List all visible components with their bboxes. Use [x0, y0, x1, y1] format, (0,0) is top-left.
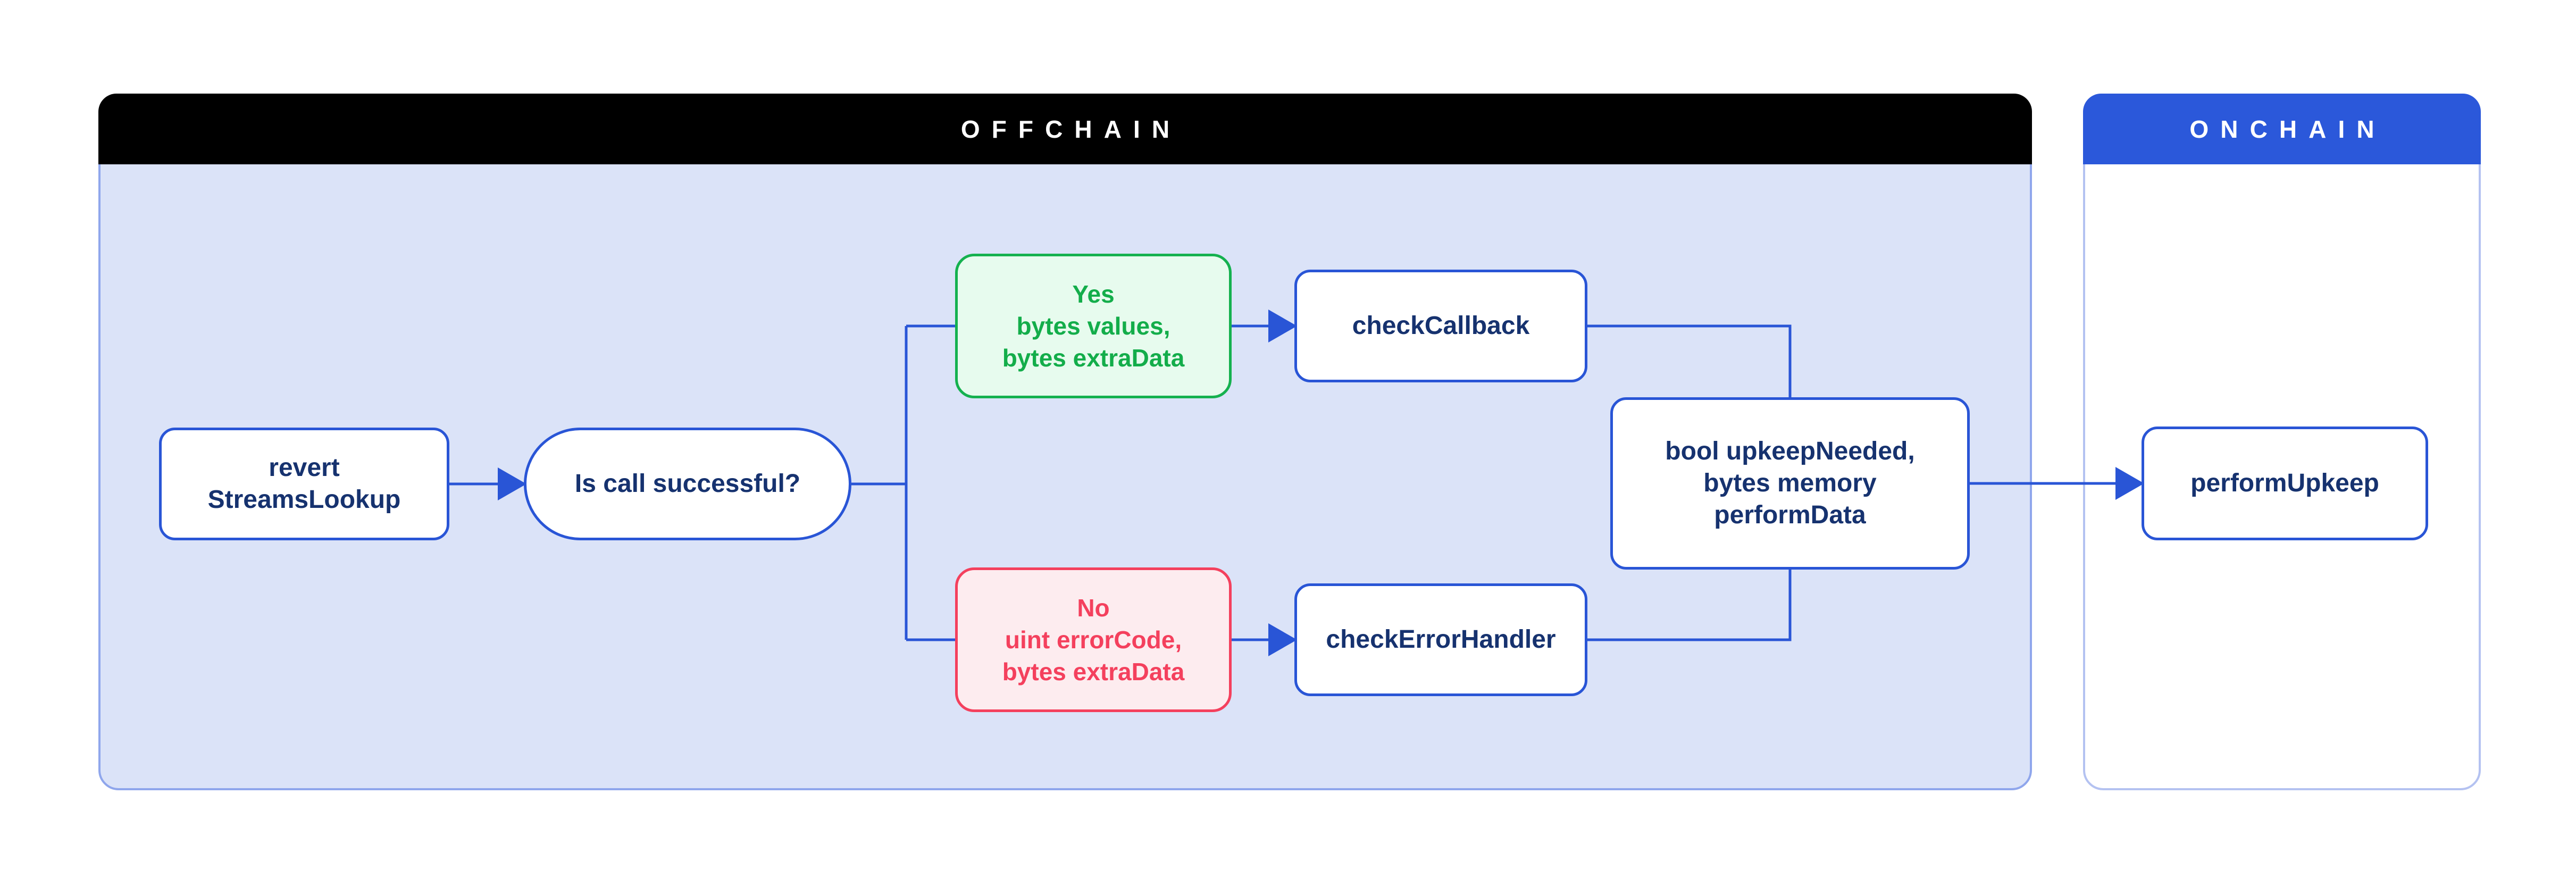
- node-is-call-successful: Is call successful?: [524, 428, 851, 540]
- node-label-line: uint errorCode,: [1005, 626, 1182, 654]
- node-upkeep-result: bool upkeepNeeded, bytes memory performD…: [1610, 397, 1970, 570]
- node-label-line: bytes values,: [1016, 312, 1170, 340]
- node-label-line: checkCallback: [1352, 312, 1530, 340]
- node-label-line: bytes extraData: [1002, 658, 1185, 686]
- node-no-branch: No uint errorCode, bytes extraData: [955, 567, 1232, 712]
- node-label-line: bool upkeepNeeded,: [1665, 437, 1915, 465]
- node-label-line: bytes memory: [1703, 469, 1877, 497]
- onchain-header: ONCHAIN: [2083, 94, 2481, 164]
- node-label-line: StreamsLookup: [207, 486, 401, 514]
- node-label-line: revert: [269, 454, 340, 482]
- node-check-callback: checkCallback: [1294, 270, 1587, 382]
- node-label-line: No: [1077, 594, 1110, 622]
- node-revert-streamslookup: revert StreamsLookup: [159, 428, 449, 540]
- offchain-header: OFFCHAIN: [98, 94, 2032, 164]
- node-perform-upkeep: performUpkeep: [2142, 427, 2428, 540]
- offchain-title: OFFCHAIN: [960, 115, 1182, 143]
- node-label-line: performData: [1714, 501, 1866, 529]
- node-label-line: Yes: [1072, 280, 1115, 308]
- node-label-line: bytes extraData: [1002, 344, 1185, 372]
- node-check-error-handler: checkErrorHandler: [1294, 583, 1587, 696]
- node-yes-branch: Yes bytes values, bytes extraData: [955, 254, 1232, 398]
- onchain-title: ONCHAIN: [2189, 115, 2386, 143]
- node-label-line: checkErrorHandler: [1326, 625, 1556, 654]
- node-label-line: Is call successful?: [574, 470, 801, 498]
- node-label-line: performUpkeep: [2190, 469, 2379, 497]
